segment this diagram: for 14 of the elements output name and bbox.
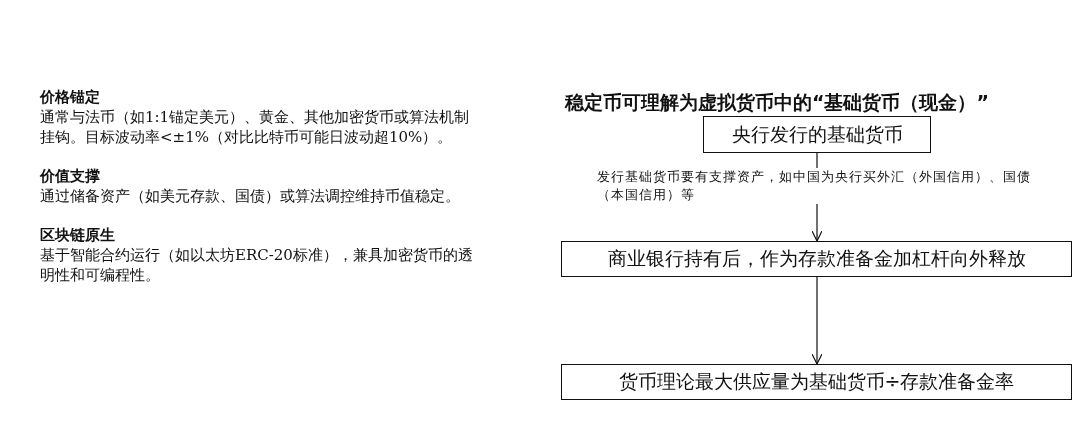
arrow <box>811 276 823 365</box>
title: 稳定币可理解为虚拟货币中的“基础货币（现金）” <box>565 90 990 114</box>
process-box <box>561 364 1072 400</box>
section-text: 通常与法币（如1:1锚定美元）、黄金、其他加密货币或算法机制挂钩。目标波动率<±1%（对比比特币可能日波动超10%）。 <box>40 107 471 147</box>
box-text: 央行发行的基础货币 <box>731 121 903 147</box>
section-heading: 价值支撑 <box>40 167 101 186</box>
process-box <box>561 241 1072 277</box>
section-text: 通过储备资产（如美元存款、国债）或算法调控维持币值稳定。 <box>40 186 461 206</box>
process-box <box>703 116 931 153</box>
section-text: 基于智能合约运行（如以太坊ERC-20标准），兼具加密货币的透明性和可编程性。 <box>40 245 474 285</box>
box-text: 商业银行持有后，作为存款准备金加杠杆向外释放 <box>607 246 1026 271</box>
section-heading: 价格锚定 <box>40 88 101 107</box>
section-heading: 区块链原生 <box>40 226 116 245</box>
box-text: 货币理论最大供应量为基础货币÷存款准备金率 <box>618 369 1015 394</box>
